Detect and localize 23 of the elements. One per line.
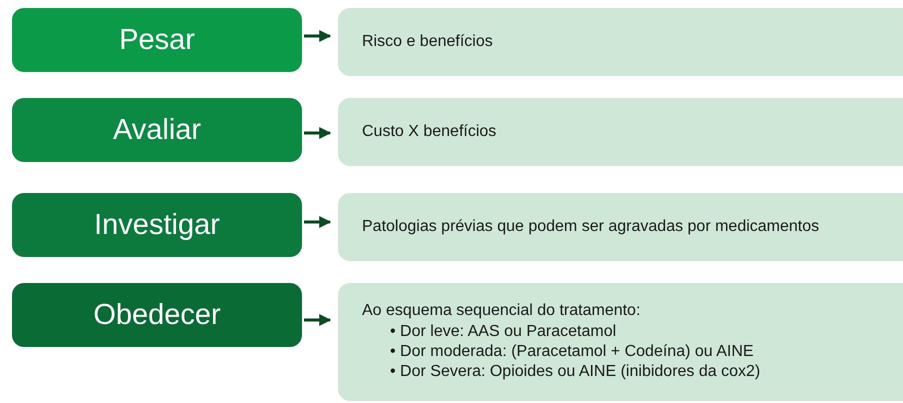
description-panel (338, 193, 903, 261)
step-label: Investigar (94, 208, 220, 242)
bullet-item: • Dor Severa: Opioides ou AINE (inibidores da cox2) (390, 362, 762, 382)
description-text: Custo X benefícios (362, 123, 498, 141)
step-box (12, 8, 302, 72)
arrow (304, 30, 332, 42)
bullet-item: • Dor moderada: (Paracetamol + Codeína) ou AINE (390, 342, 755, 362)
step-label: Obedecer (93, 298, 221, 332)
step-box (12, 98, 302, 162)
step-label: Avaliar (112, 114, 202, 146)
description-text: Patologias prévias que podem ser agravadas por medicamentos (362, 218, 820, 236)
description-panel (338, 283, 903, 401)
step-box (12, 193, 302, 257)
step-box (12, 283, 302, 347)
step-label: Pesar (119, 24, 195, 56)
bullet-item: • Dor leve: AAS ou Paracetamol (390, 322, 618, 342)
arrow (304, 216, 332, 228)
arrow (304, 314, 332, 326)
arrow (304, 127, 332, 139)
description-panel (338, 8, 903, 76)
description-text: Ao esquema sequencial do tratamento: (362, 302, 642, 320)
description-text: Risco e benefícios (362, 33, 494, 51)
description-panel (338, 98, 903, 166)
